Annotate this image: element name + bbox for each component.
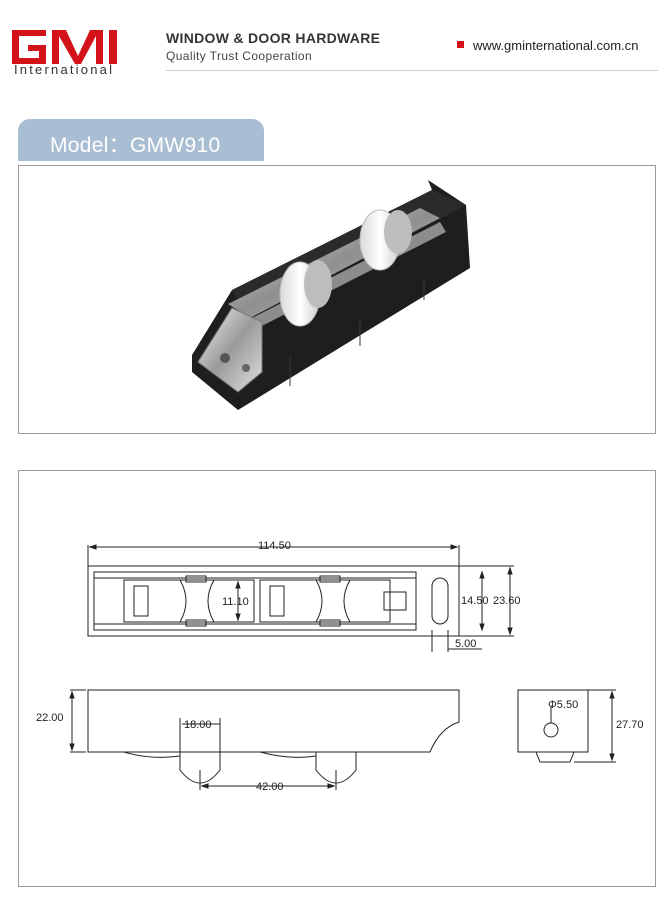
dim-wheel-spacing: 42.00 bbox=[256, 781, 284, 793]
side-view bbox=[69, 689, 460, 790]
bullet-square-icon bbox=[457, 41, 464, 48]
end-view bbox=[517, 689, 616, 763]
model-tab bbox=[18, 119, 264, 161]
dim-hole-diameter: Φ5.50 bbox=[548, 699, 578, 711]
dim-overall-length: 114.50 bbox=[258, 540, 291, 552]
dim-inner-width: 14.50 bbox=[461, 595, 489, 607]
dim-wheel-width: 11.10 bbox=[222, 596, 249, 608]
dim-wheel-edge: 18.00 bbox=[184, 719, 212, 731]
tagline-sub: Quality Trust Cooperation bbox=[166, 49, 313, 63]
brand-name: International bbox=[14, 62, 115, 77]
technical-drawing-frame bbox=[18, 470, 656, 887]
gmi-logo bbox=[12, 30, 117, 64]
product-photo bbox=[192, 180, 470, 410]
top-view bbox=[87, 544, 514, 652]
header-divider bbox=[166, 70, 658, 71]
dim-total-height: 27.70 bbox=[616, 719, 644, 731]
website-link[interactable]: www.gminternational.com.cn bbox=[473, 38, 639, 53]
dim-overall-width: 23.60 bbox=[493, 595, 521, 607]
dim-height: 22.00 bbox=[36, 712, 64, 724]
model-label: Model：GMW910 bbox=[50, 134, 221, 157]
dim-hole-offset: 5.00 bbox=[455, 638, 476, 650]
tagline-main: WINDOW & DOOR HARDWARE bbox=[166, 30, 381, 46]
product-photo-frame bbox=[18, 165, 656, 434]
